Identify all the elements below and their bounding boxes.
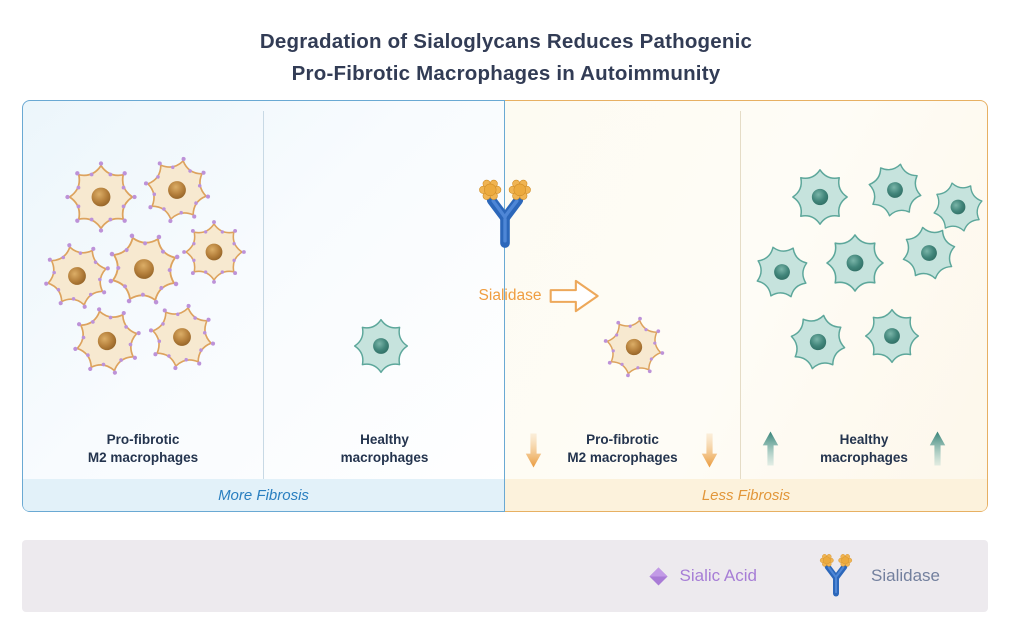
- treatment-step: Sialidase: [452, 276, 628, 316]
- label-line: M2 macrophages: [567, 450, 678, 466]
- label-line: Healthy: [839, 432, 889, 448]
- label-line: M2 macrophages: [87, 450, 199, 466]
- healthy-macrophage-cell: [861, 305, 923, 367]
- healthy-macrophage-cell: [780, 304, 856, 380]
- profibrotic-macrophage-cell: [181, 219, 247, 285]
- less-fibrosis-caption: Less Fibrosis: [505, 479, 987, 511]
- sialidase-treatment-label: Sialidase: [478, 287, 542, 304]
- sialic-acid-icon: [649, 567, 668, 586]
- sialidase-enzyme-icon: [813, 552, 859, 600]
- healthy-macrophage-cell: [822, 230, 888, 296]
- label-line: macrophages: [340, 450, 429, 466]
- legend-label-sialidase: Sialidase: [871, 566, 940, 585]
- label-healthy-left: Healthy macrophages: [263, 431, 506, 467]
- label-line: macrophages: [820, 450, 908, 466]
- label-profibrotic-m2-left: Pro-fibrotic M2 macrophages: [23, 431, 263, 467]
- label-profibrotic-m2-right: Pro-fibrotic M2 macrophages: [505, 431, 740, 467]
- legend-item-sialic-acid: Sialic Acid: [649, 566, 757, 586]
- panel-more-fibrosis: Pro-fibrotic M2 macrophages Healthy macr…: [22, 100, 505, 512]
- section-divider: [263, 111, 264, 479]
- more-fibrosis-caption: More Fibrosis: [23, 479, 504, 511]
- section-divider: [740, 111, 741, 479]
- legend-label-sialic-acid: Sialic Acid: [679, 566, 757, 585]
- healthy-macrophage-cell: [788, 165, 852, 229]
- diagram-board: Pro-fibrotic M2 macrophages Healthy macr…: [22, 100, 988, 512]
- title-line-1: Degradation of Sialoglycans Reduces Path…: [259, 30, 753, 53]
- profibrotic-macrophage-cell: [596, 309, 672, 385]
- label-line: Healthy: [360, 432, 409, 448]
- right-arrow-icon: [549, 277, 601, 315]
- label-healthy-right: Healthy macrophages: [740, 431, 988, 467]
- legend-item-sialidase: Sialidase: [813, 552, 940, 600]
- healthy-macrophage-cell: [741, 231, 823, 313]
- title-line-2: Pro-Fibrotic Macrophages in Autoimmunity: [291, 61, 721, 85]
- healthy-macrophage-cell: [858, 153, 932, 227]
- panel-less-fibrosis: Pro-fibrotic M2 macrophages Healthy macr…: [505, 100, 988, 512]
- profibrotic-macrophage-cell: [140, 295, 223, 378]
- legend-bar: Sialic Acid Sialidase: [22, 540, 988, 612]
- profibrotic-macrophage-cell: [63, 297, 150, 384]
- healthy-macrophage-cell: [350, 315, 412, 377]
- label-line: Pro-fibrotic: [106, 432, 180, 448]
- page-title: Degradation of Sialoglycans Reduces Path…: [0, 26, 1012, 90]
- label-line: Pro-fibrotic: [586, 432, 659, 448]
- sialidase-enzyme-icon: [468, 176, 542, 254]
